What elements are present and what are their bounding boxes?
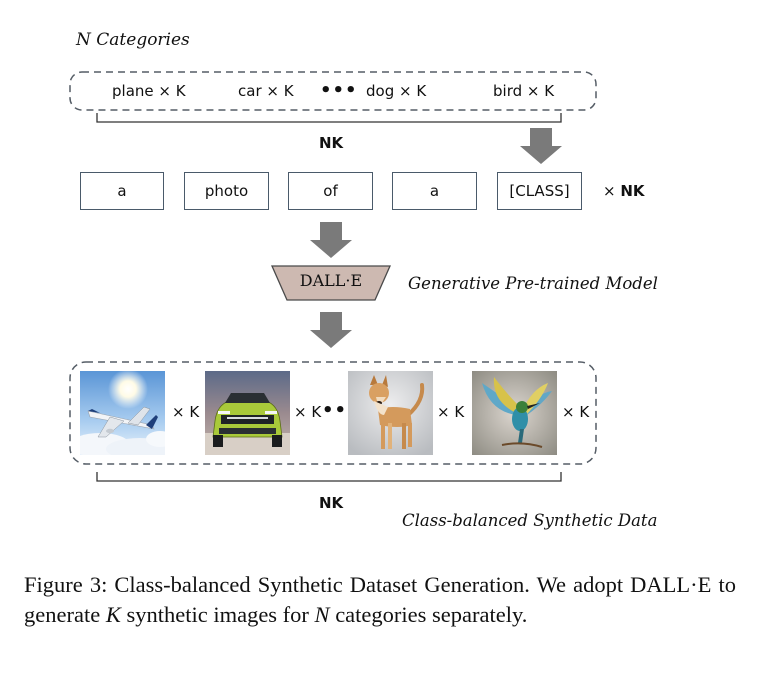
category-bird: bird × K bbox=[493, 82, 555, 100]
output-label: Class-balanced Synthetic Data bbox=[402, 511, 658, 530]
dog-multiplier: × K bbox=[437, 403, 465, 421]
figure-caption: Figure 3: Class-balanced Synthetic Datas… bbox=[24, 570, 736, 630]
brace-label-bottom: NK bbox=[319, 494, 344, 512]
model-shape bbox=[271, 265, 391, 301]
category-plane: plane × K bbox=[112, 82, 186, 100]
caption-middle: synthetic images for bbox=[120, 602, 315, 627]
category-car: car × K bbox=[238, 82, 294, 100]
token-a-2: a bbox=[392, 172, 477, 210]
images-container bbox=[69, 361, 597, 465]
car-multiplier: × K bbox=[294, 403, 322, 421]
caption-prefix: Figure 3: Class-balanced Synthetic Datas… bbox=[24, 572, 736, 627]
car-image bbox=[205, 371, 290, 455]
caption-suffix: categories separately. bbox=[329, 602, 528, 627]
token-photo: photo bbox=[184, 172, 269, 210]
ellipsis-top: ••• bbox=[320, 80, 358, 101]
caption-var-n: N bbox=[314, 602, 330, 627]
brace-label-top: NK bbox=[319, 134, 344, 152]
plane-image bbox=[80, 371, 165, 455]
bird-image bbox=[472, 371, 557, 455]
top-brace bbox=[96, 113, 562, 123]
caption-var-k: K bbox=[105, 602, 121, 627]
plane-multiplier: × K bbox=[172, 403, 200, 421]
bottom-brace bbox=[96, 472, 562, 482]
categories-container bbox=[69, 71, 597, 111]
arrow-to-images bbox=[310, 312, 352, 348]
model-label: DALL·E bbox=[299, 271, 363, 290]
category-dog: dog × K bbox=[366, 82, 427, 100]
bird-multiplier: × K bbox=[562, 403, 590, 421]
prompt-multiplier-sign: × bbox=[603, 182, 616, 200]
model-description: Generative Pre-trained Model bbox=[408, 274, 658, 293]
arrow-to-class bbox=[520, 128, 562, 164]
prompt-multiplier: × NK bbox=[603, 182, 645, 200]
dog-image bbox=[348, 371, 433, 455]
token-a: a bbox=[80, 172, 164, 210]
arrow-to-model bbox=[310, 222, 352, 258]
categories-title: N Categories bbox=[76, 30, 190, 50]
prompt-multiplier-value: NK bbox=[620, 182, 645, 200]
token-class: [CLASS] bbox=[497, 172, 582, 210]
token-of: of bbox=[288, 172, 373, 210]
